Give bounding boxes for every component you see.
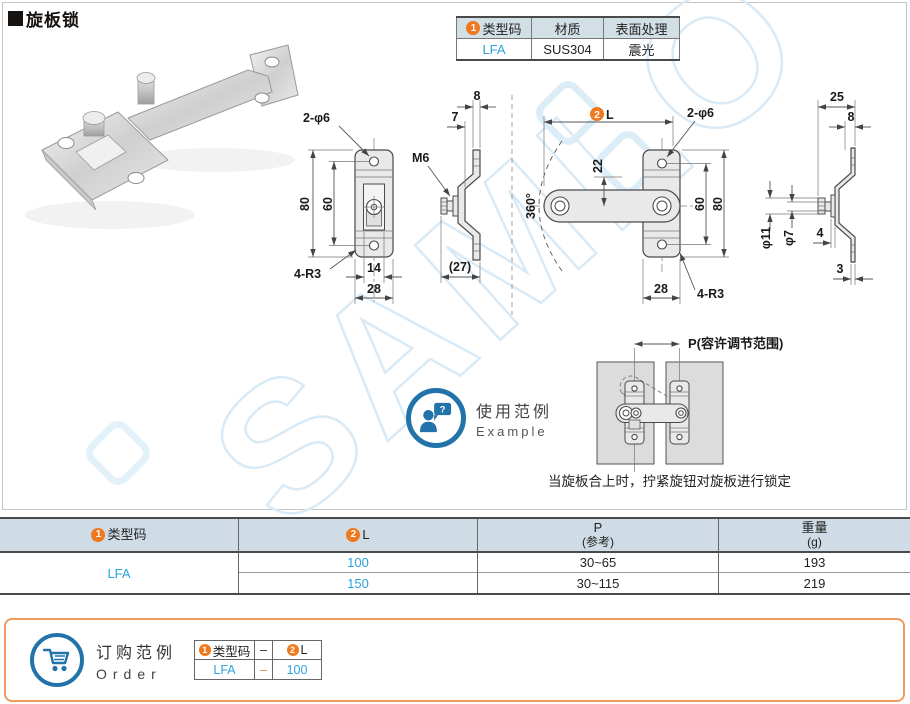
order-title: 订购范例 xyxy=(96,644,177,662)
dim-front-spacing: 60 xyxy=(321,197,335,211)
side-view: M6 8 7 (27) xyxy=(412,89,496,283)
dim-shaft-dia: φ7 xyxy=(782,230,796,246)
dim-open-marker: 2 xyxy=(594,109,600,121)
order-header-type: 1 类型码 xyxy=(195,641,256,660)
example-badge: ? 使用范例 Example xyxy=(406,388,552,448)
dim-open-height: 80 xyxy=(711,197,725,211)
dim-knob-width: 25 xyxy=(830,90,844,104)
open-view: 360° 22 2 L 2-φ6 60 80 28 4-R3 xyxy=(524,106,729,304)
marker-2-icon xyxy=(590,107,604,121)
product-photo xyxy=(25,44,299,229)
example-title: 使用范例 xyxy=(476,403,553,421)
order-box: 订购范例 Order 1 类型码 – 2 L LFA – 100 xyxy=(4,618,905,702)
marker-2-icon: 2 xyxy=(346,528,361,542)
dim-knob-offset: 4 xyxy=(817,226,824,240)
dim-open-corner: 4-R3 xyxy=(697,287,724,301)
order-header-dash: – xyxy=(255,641,274,660)
cart-icon xyxy=(30,633,84,687)
knob-view: 25 8 φ11 φ7 4 3 xyxy=(759,90,873,285)
dim-front-hole: 2-φ6 xyxy=(303,111,330,125)
example-person-icon: ? xyxy=(406,388,466,448)
parts-row2-weight: 219 xyxy=(803,575,826,591)
svg-text:?: ? xyxy=(440,404,446,415)
dim-open-width: 28 xyxy=(654,282,668,296)
content-box xyxy=(2,2,907,510)
order-header-l: 2 L xyxy=(273,641,322,660)
marker-1-icon: 1 xyxy=(466,21,481,35)
parts-header-p: P (参考) xyxy=(478,519,719,553)
spec-header-finish: 表面处理 xyxy=(604,18,680,39)
dim-front-width: 28 xyxy=(367,282,381,296)
usage-caption: 当旋板合上时，拧紧旋钮对旋板进行锁定 xyxy=(548,474,791,489)
marker-1-icon: 1 xyxy=(91,528,106,542)
dim-open-arm: 22 xyxy=(591,159,605,173)
order-table: 1 类型码 – 2 L LFA – 100 xyxy=(194,640,323,680)
dim-front-corner: 4-R3 xyxy=(294,267,321,281)
usage-drawing: P(容许调节范围) xyxy=(596,336,783,472)
dim-open-rotation: 360° xyxy=(524,193,538,219)
front-view: 80 60 2-φ6 4-R3 14 28 xyxy=(294,111,402,304)
spec-value-material: SUS304 xyxy=(532,39,604,59)
dim-side-offset: 7 xyxy=(452,110,459,124)
dim-open-spacing: 60 xyxy=(693,197,707,211)
parts-row2-p: 30~115 xyxy=(478,573,719,593)
marker-1-icon: 1 xyxy=(198,644,211,656)
technical-drawing: SAMLO xyxy=(25,0,873,515)
parts-row1-l: 100 xyxy=(239,553,478,573)
parts-header-l: 2 L xyxy=(239,519,478,553)
parts-row1-weight: 193 xyxy=(719,553,910,573)
parts-table: 1 类型码 2 L P (参考) 重量 (g) LFA 100 30~65 19… xyxy=(0,517,910,595)
parts-header-type: 1 类型码 xyxy=(0,519,239,553)
parts-row2-l: 150 xyxy=(239,573,478,593)
dim-knob-thickness: 3 xyxy=(837,262,844,276)
dim-side-thread: M6 xyxy=(412,151,429,165)
page-title-row: 旋板锁 xyxy=(8,6,80,31)
dim-knob-dia: φ11 xyxy=(759,227,773,249)
spec-value-type: LFA xyxy=(456,39,532,59)
order-value-dash: – xyxy=(255,660,274,679)
parts-type-code: LFA xyxy=(0,553,239,593)
spec-table: 1 类型码 材质 表面处理 LFA SUS304 震光 xyxy=(456,16,680,61)
marker-2-icon: 2 xyxy=(286,644,299,656)
dim-open-hole: 2-φ6 xyxy=(687,106,714,120)
dim-knob-flange: 8 xyxy=(848,110,855,124)
spec-header-material: 材质 xyxy=(532,18,604,39)
title-square-icon xyxy=(8,11,23,26)
usage-p-label: P(容许调节范围) xyxy=(688,336,783,351)
example-subtitle: Example xyxy=(476,423,548,439)
dim-side-depth: (27) xyxy=(449,260,471,274)
order-subtitle: Order xyxy=(96,665,162,682)
dim-front-height: 80 xyxy=(298,197,312,211)
order-value-l: 100 xyxy=(286,662,308,677)
dim-open-length: L xyxy=(606,108,614,122)
page-title: 旋板锁 xyxy=(26,11,80,30)
dim-side-flange: 8 xyxy=(474,89,481,103)
order-value-type: LFA xyxy=(195,660,256,679)
spec-header-type: 1 类型码 xyxy=(456,18,532,39)
spec-value-finish: 震光 xyxy=(604,39,680,59)
dim-front-slot: 14 xyxy=(367,261,381,275)
parts-header-weight: 重量 (g) xyxy=(719,519,910,553)
parts-row1-p: 30~65 xyxy=(478,553,719,573)
